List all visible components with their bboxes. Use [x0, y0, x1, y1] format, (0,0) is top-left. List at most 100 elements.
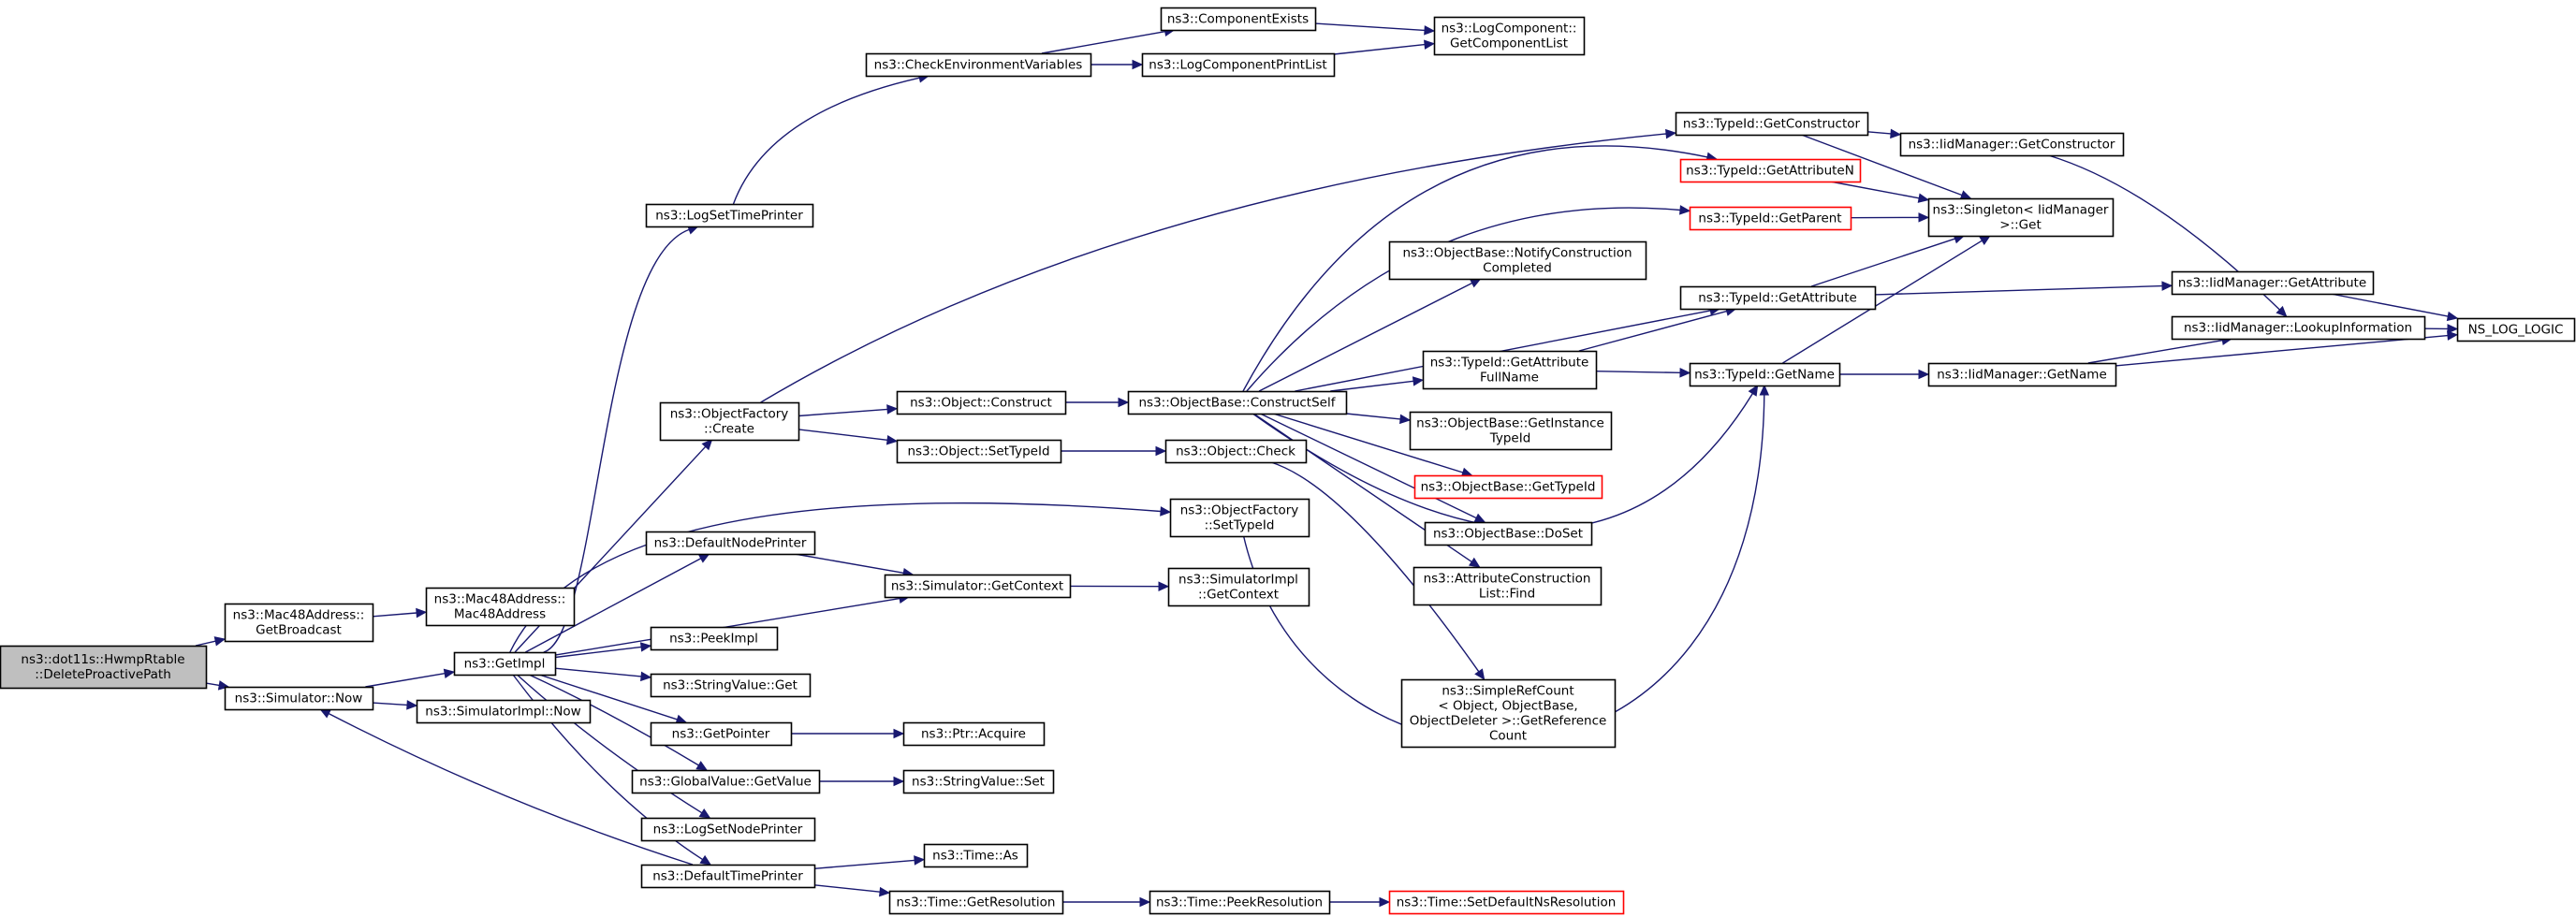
graph-node-tgetattr[interactable]: ns3::TypeId::GetAttribute: [1679, 285, 1877, 311]
arrowhead-mac48broadcast-to-mac48ctor: [416, 607, 428, 619]
node-label: Count: [1489, 729, 1527, 744]
node-label: ns3::Mac48Address::: [434, 592, 566, 607]
node-label: ns3::TypeId::GetAttributeN: [1686, 164, 1854, 179]
graph-node-simimplctx[interactable]: ns3::SimulatorImpl::GetContext: [1167, 567, 1310, 607]
node-label: ns3::LogSetNodePrinter: [653, 822, 803, 837]
node-label: ns3::IidManager::GetConstructor: [1909, 138, 2115, 153]
graph-node-objcheck[interactable]: ns3::Object::Check: [1164, 439, 1308, 464]
node-label: ns3::StringValue::Set: [912, 775, 1045, 790]
graph-node-iidgetname[interactable]: ns3::IidManager::GetName: [1927, 362, 2117, 387]
graph-node-notifycc[interactable]: ns3::ObjectBase::NotifyConstructionCompl…: [1388, 240, 1647, 281]
graph-node-timegetres[interactable]: ns3::Time::GetResolution: [888, 890, 1064, 915]
graph-node-tgetctor[interactable]: ns3::TypeId::GetConstructor: [1675, 111, 1869, 137]
node-label: ns3::Simulator::GetContext: [891, 579, 1063, 594]
graph-node-mac48broadcast[interactable]: ns3::Mac48Address::GetBroadcast: [224, 603, 374, 643]
graph-node-defnodeprinter[interactable]: ns3::DefaultNodePrinter: [645, 531, 816, 556]
graph-node-tgetparent[interactable]: ns3::TypeId::GetParent: [1689, 206, 1852, 231]
node-box: [902, 721, 1046, 747]
node-label: ns3::Time::As: [932, 849, 1018, 864]
graph-node-timeas[interactable]: ns3::Time::As: [923, 843, 1029, 868]
graph-node-constructself[interactable]: ns3::ObjectBase::ConstructSelf: [1127, 390, 1348, 415]
graph-node-doset[interactable]: ns3::ObjectBase::DoSet: [1424, 521, 1593, 546]
edge-simnow-to-getimpl: [365, 673, 446, 688]
graph-node-mac48ctor[interactable]: ns3::Mac48Address::Mac48Address: [425, 587, 576, 627]
graph-node-iidgetattr[interactable]: ns3::IidManager::GetAttribute: [2171, 270, 2375, 296]
graph-node-strvalset[interactable]: ns3::StringValue::Set: [902, 769, 1055, 794]
graph-node-refcount[interactable]: ns3::SimpleRefCount< Object, ObjectBase,…: [1400, 678, 1617, 749]
graph-node-gvgetvalue[interactable]: ns3::GlobalValue::GetValue: [631, 769, 821, 794]
node-box: [1167, 567, 1310, 607]
graph-node-checkenv[interactable]: ns3::CheckEnvironmentVariables: [865, 52, 1092, 78]
node-label: ::Create: [704, 422, 754, 437]
graph-node-iidlookup[interactable]: ns3::IidManager::LookupInformation: [2171, 315, 2426, 341]
graph-node-gettypeid[interactable]: ns3::ObjectBase::GetTypeId: [1413, 474, 1603, 500]
arrowhead-tgetattr-to-iidgetattr: [2161, 281, 2174, 291]
graph-node-objsettypeid[interactable]: ns3::Object::SetTypeId: [896, 439, 1062, 464]
graph-node-timesetdef[interactable]: ns3::Time::SetDefaultNsResolution: [1388, 890, 1625, 915]
node-box: [1160, 7, 1317, 32]
arrowhead-getimpl-to-defnodeprinter: [697, 553, 710, 563]
arrowhead-tgetparent-to-singleton: [1918, 212, 1930, 223]
graph-node-simimplnow[interactable]: ns3::SimulatorImpl::Now: [416, 699, 592, 724]
graph-node-timepeekres[interactable]: ns3::Time::PeekResolution: [1149, 890, 1331, 915]
graph-node-logsettime[interactable]: ns3::LogSetTimePrinter: [645, 203, 814, 228]
node-box: [1412, 566, 1603, 606]
edge-tgetattrfull-to-tgetname: [1595, 371, 1681, 373]
node-box: [453, 651, 557, 677]
edge-iidgetname-to-nslog: [2115, 334, 2449, 367]
arrowhead-tgetname-to-singleton: [1979, 235, 1991, 246]
graph-node-compexists[interactable]: ns3::ComponentExists: [1160, 7, 1317, 32]
node-box: [1422, 350, 1598, 390]
graph-node-nslog[interactable]: NS_LOG_LOGIC: [2456, 317, 2576, 342]
node-box: [416, 699, 592, 724]
edge-deftimeprinter-to-simnow: [328, 712, 694, 866]
graph-node-ptracquire[interactable]: ns3::Ptr::Acquire: [902, 721, 1046, 747]
node-label: ns3::LogComponentPrintList: [1149, 58, 1326, 73]
graph-node-tgetattrn[interactable]: ns3::TypeId::GetAttributeN: [1679, 158, 1862, 183]
node-label: ns3::ObjectBase::DoSet: [1433, 527, 1583, 542]
graph-node-getimpl[interactable]: ns3::GetImpl: [453, 651, 557, 677]
node-box: [650, 626, 779, 651]
graph-node-singleton[interactable]: ns3::Singleton< IidManager >::Get: [1927, 197, 2115, 238]
node-label: ns3::Singleton< IidManager: [1933, 203, 2109, 218]
node-box: [645, 531, 816, 556]
node-box: [224, 686, 374, 711]
graph-node-getpointer[interactable]: ns3::GetPointer: [650, 721, 793, 747]
graph-node-logcomplist[interactable]: ns3::LogComponentPrintList: [1141, 52, 1336, 78]
node-label: ns3::StringValue::Get: [663, 678, 798, 693]
graph-node-objfsettypeid[interactable]: ns3::ObjectFactory::SetTypeId: [1169, 498, 1310, 538]
node-label: ns3::IidManager::LookupInformation: [2184, 321, 2412, 336]
graph-node-deftimeprinter[interactable]: ns3::DefaultTimePrinter: [640, 864, 816, 889]
node-box: [1927, 197, 2115, 238]
edge-getimpl-to-logsetnode: [516, 674, 703, 814]
node-label: ns3::Time::PeekResolution: [1156, 895, 1323, 910]
node-label: ns3::PeekImpl: [669, 632, 758, 647]
edge-tgetctor-to-singleton: [1801, 134, 1963, 196]
edge-tgetattr-to-singleton: [1810, 238, 1955, 287]
graph-node-objfcreate[interactable]: ns3::ObjectFactory::Create: [659, 401, 800, 442]
arrowhead-simnow-to-getimpl: [443, 668, 456, 679]
graph-node-simgetctx[interactable]: ns3::Simulator::GetContext: [884, 574, 1072, 599]
graph-node-root[interactable]: ns3::dot11s::HwmpRtable::DeleteProactive…: [0, 645, 208, 690]
edge-constructself-to-tgetattrfull: [1330, 380, 1414, 392]
node-label: ns3::LogComponent::: [1442, 22, 1577, 36]
graph-node-peekimpl[interactable]: ns3::PeekImpl: [650, 626, 779, 651]
node-box: [896, 390, 1067, 415]
graph-node-logsetnode[interactable]: ns3::LogSetNodePrinter: [640, 817, 816, 842]
graph-node-iidgetctor[interactable]: ns3::IidManager::GetConstructor: [1899, 132, 2125, 157]
arrowhead-compexists-to-getcomplist: [1424, 25, 1436, 36]
node-box: [1675, 111, 1869, 137]
graph-node-simnow[interactable]: ns3::Simulator::Now: [224, 686, 374, 711]
graph-node-tgetname[interactable]: ns3::TypeId::GetName: [1689, 362, 1841, 387]
node-box: [631, 769, 821, 794]
graph-node-strvalget[interactable]: ns3::StringValue::Get: [650, 673, 812, 698]
graph-node-getcomplist[interactable]: ns3::LogComponent::GetComponentList: [1433, 16, 1586, 56]
graph-node-objconstruct[interactable]: ns3::Object::Construct: [896, 390, 1067, 415]
arrowhead-getimpl-to-gvgetvalue: [695, 761, 709, 771]
node-label: ns3::TypeId::GetName: [1694, 368, 1835, 383]
